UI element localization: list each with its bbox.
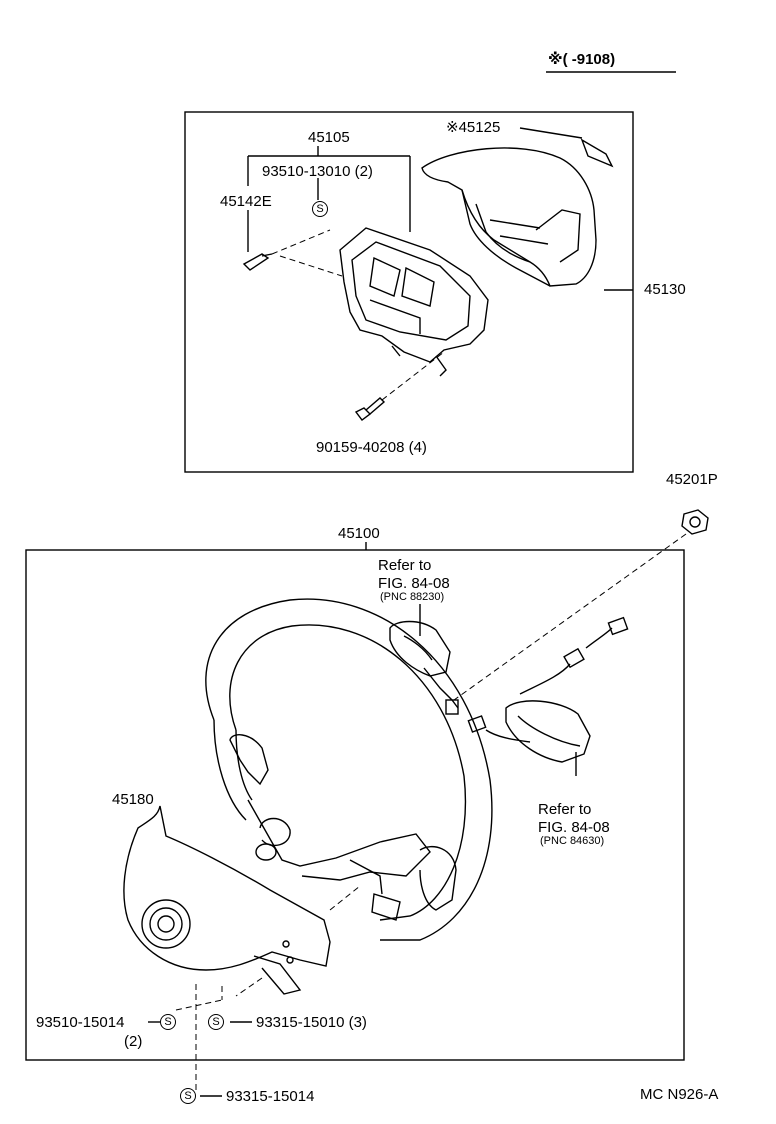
label-93510-13010: 93510-13010 (2) — [262, 163, 373, 180]
refer-top-line2: FIG. 84-08 — [378, 575, 450, 592]
standard-part-symbol: S — [208, 1014, 224, 1030]
part-pnc-84630-module — [467, 616, 629, 763]
leader-45201p — [453, 533, 687, 701]
standard-part-symbol: S — [312, 201, 328, 217]
label-45125: ※45125 — [446, 119, 501, 136]
date-code: ※( -9108) — [548, 51, 616, 68]
label-45142e: 45142E — [220, 193, 272, 210]
leader-45125 — [519, 127, 583, 139]
label-93510-15014-qty: (2) — [124, 1033, 143, 1050]
refer-bottom-line2: FIG. 84-08 — [538, 819, 610, 836]
part-45201p-nut — [681, 509, 709, 535]
label-45105: 45105 — [308, 129, 350, 146]
standard-part-symbol: S — [180, 1088, 196, 1104]
part-45125-badge — [580, 138, 614, 168]
refer-bottom-line3: (PNC 84630) — [540, 835, 605, 847]
label-45130: 45130 — [644, 281, 686, 298]
part-pnc-88230-module — [389, 620, 459, 715]
lower-box-frame — [25, 549, 685, 1061]
label-45201p: 45201P — [666, 471, 718, 488]
part-90159-screw — [354, 397, 386, 421]
refer-bottom-line1: Refer to — [538, 801, 592, 818]
label-45100: 45100 — [338, 525, 380, 542]
label-90159-40208: 90159-40208 (4) — [316, 439, 427, 456]
label-93315-15010: 93315-15010 (3) — [256, 1014, 367, 1031]
refer-top-line3: (PNC 88230) — [380, 591, 445, 603]
label-45180: 45180 — [112, 791, 154, 808]
part-45105-assembly — [339, 227, 489, 377]
label-93315-15014: 93315-15014 — [226, 1088, 315, 1105]
part-45130-cover — [421, 147, 597, 287]
figure-code: MC N926-A — [640, 1086, 719, 1103]
part-45142e-pin — [242, 253, 273, 271]
label-93510-15014: 93510-15014 — [36, 1014, 125, 1031]
upper-box-frame — [184, 111, 634, 473]
refer-top-line1: Refer to — [378, 557, 432, 574]
steering-wheel-45100 — [205, 598, 493, 941]
standard-part-symbol: S — [160, 1014, 176, 1030]
part-45180-cover — [123, 805, 331, 995]
